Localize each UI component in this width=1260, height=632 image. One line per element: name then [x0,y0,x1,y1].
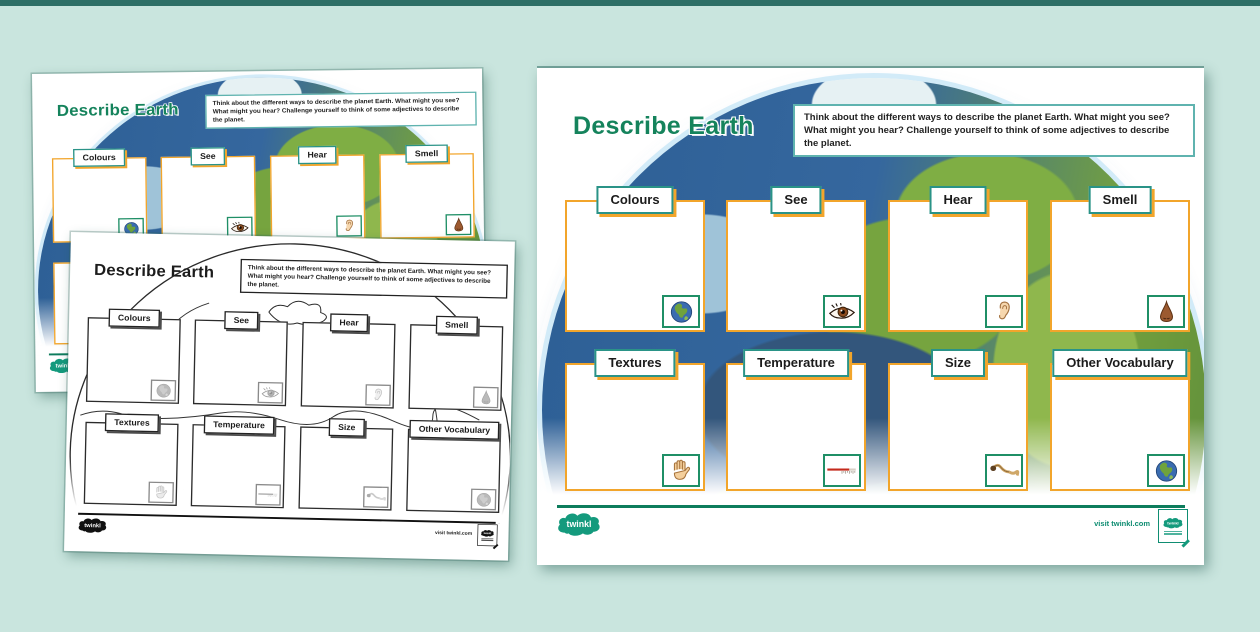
writing-box-textures [565,363,705,491]
label-hear: Hear [297,145,337,165]
cell-see: See [726,186,866,332]
thermometer-icon [255,483,282,506]
label-smell: Smell [405,144,448,163]
label-colours: Colours [108,308,161,328]
worksheet-black-and-white[interactable]: Describe Earth Think about the different… [64,232,515,561]
twinkl-cloud-icon: twinkl [78,518,107,533]
cell-textures: Textures [565,349,705,491]
badge-pencil-icon [1181,538,1190,547]
cell-other-vocabulary: Other Vocabulary [1050,349,1190,491]
svg-text:twinkl: twinkl [567,519,592,529]
cell-colours: Colours [565,186,705,332]
svg-text:twinkl: twinkl [84,523,101,529]
worksheet-title: Describe Earth [573,112,754,140]
footer-divider [557,505,1185,508]
instructions-box: Think about the different ways to descri… [239,258,508,299]
worksheet-colour-main[interactable]: Describe Earth Think about the different… [537,68,1204,565]
ear-icon [985,295,1023,328]
cell-other-vocabulary: Other Vocabulary [406,419,502,513]
badge-cloud-icon: twinkl [1163,518,1183,529]
cell-smell: Smell [379,144,475,239]
twinkl-quality-badge: twinkl [477,524,499,549]
cell-temperature: Temperature [726,349,866,491]
label-see: See [190,147,226,166]
nose-icon [472,386,499,409]
eye-icon [823,295,861,328]
label-see: See [224,311,259,330]
label-textures: Textures [104,413,160,433]
badge-text-line [481,539,494,541]
cell-see: See [192,311,288,407]
earth-icon [662,295,700,328]
visit-twinkl-link[interactable]: visit twinkl.com [1094,519,1150,528]
cell-colours: Colours [51,148,148,243]
svg-text:twinkl: twinkl [484,531,492,535]
instructions-text: Think about the different ways to descri… [212,96,460,124]
instructions-box: Think about the different ways to descri… [205,91,477,129]
label-colours: Colours [596,186,674,214]
label-hear: Hear [329,313,369,333]
badge-text-line [1164,530,1182,533]
earth-icon [1147,454,1185,487]
label-other-vocabulary: Other Vocabulary [1052,349,1188,377]
label-temperature: Temperature [743,349,849,377]
nose-icon [445,213,472,236]
label-smell: Smell [1088,186,1152,214]
visit-twinkl-link[interactable]: visit twinkl.com [434,529,473,537]
eye-icon [257,381,284,404]
cell-hear: Hear [300,313,396,409]
badge-cloud-icon: twinkl [481,530,494,537]
label-hear: Hear [929,186,987,214]
badge-pencil-icon [492,543,499,549]
tape-measure-icon [985,454,1023,487]
svg-text:twinkl: twinkl [1167,521,1178,526]
cell-see: See [160,147,257,242]
label-textures: Textures [594,349,676,377]
cell-colours: Colours [85,308,181,404]
svg-text:twinkl: twinkl [56,363,73,369]
worksheet-title: Describe Earth [56,100,179,120]
cell-temperature: Temperature [190,415,286,509]
label-other-vocabulary: Other Vocabulary [409,419,500,440]
earth-icon [150,379,177,402]
cell-smell: Smell [1050,186,1190,332]
twinkl-logo[interactable]: twinkl [76,517,108,538]
cell-hear: Hear [888,186,1028,332]
twinkl-cloud-icon: twinkl [558,513,600,536]
twinkl-logo[interactable]: twinkl [555,511,603,543]
label-size: Size [930,349,986,377]
ear-icon [336,215,363,237]
instructions-text: Think about the different ways to descri… [804,112,1170,149]
ear-icon [365,384,391,406]
worksheet-title: Describe Earth [93,260,215,282]
badge-text-line [1164,533,1182,535]
hand-icon [148,481,174,504]
label-size: Size [328,418,365,437]
instructions-text: Think about the different ways to descri… [247,264,492,289]
cell-textures: Textures [83,413,179,506]
top-border-strip [0,0,1260,6]
nose-icon [1147,295,1185,328]
hand-icon [662,454,700,487]
cell-size: Size [298,418,394,511]
thermometer-icon [823,454,861,487]
tape-measure-icon [362,486,389,508]
cell-size: Size [888,349,1028,491]
instructions-box: Think about the different ways to descri… [793,104,1195,157]
twinkl-quality-badge: twinkl [1158,509,1190,547]
label-see: See [770,186,822,214]
eye-icon [226,216,253,239]
label-colours: Colours [73,148,126,167]
cell-hear: Hear [269,145,366,241]
label-smell: Smell [435,315,478,335]
label-temperature: Temperature [203,415,275,435]
cell-smell: Smell [408,315,504,411]
earth-icon [470,488,497,511]
